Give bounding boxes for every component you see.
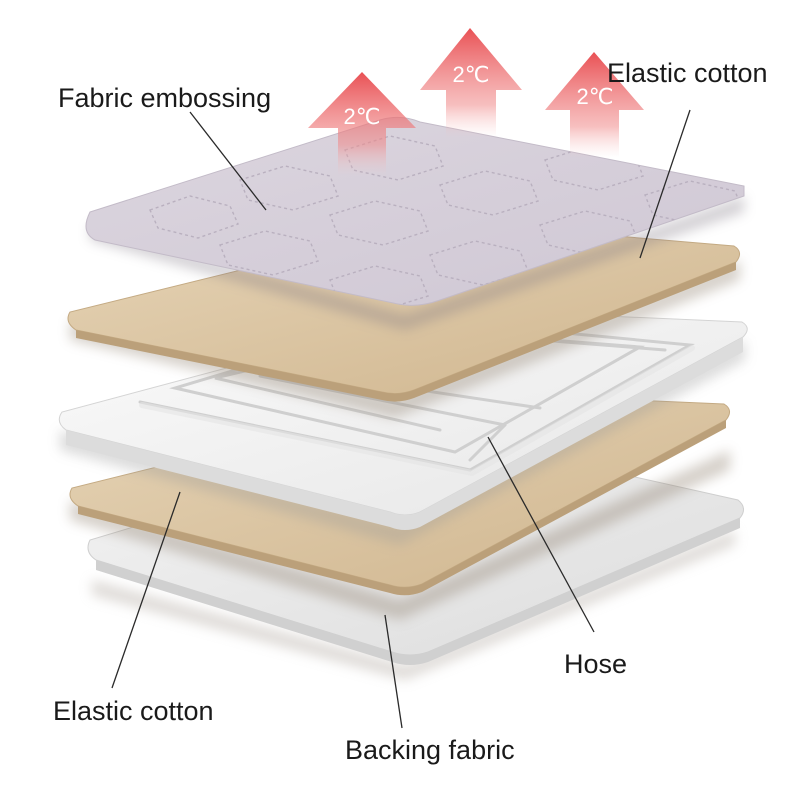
heat-arrow-2-label: 2℃ — [453, 62, 490, 87]
fabric-embossing-label: Fabric embossing — [58, 83, 272, 113]
leader-lines — [111, 109, 691, 729]
heat-arrow-3-label: 2℃ — [577, 84, 614, 109]
elastic-cotton-top-label: Elastic cotton — [607, 58, 768, 88]
heat-arrow-2: 2℃ — [420, 28, 522, 138]
elastic-cotton-bottom-label: Elastic cotton — [53, 696, 214, 726]
hose-label: Hose — [564, 649, 628, 679]
leader-hose — [487, 436, 595, 633]
leader-elastic-cotton-top — [639, 109, 691, 259]
heat-arrow-3: 2℃ — [545, 52, 644, 158]
leader-elastic-cotton-bottom — [111, 491, 181, 689]
heat-arrow-1: 2℃ — [308, 72, 416, 176]
leader-backing-fabric — [384, 614, 403, 729]
heat-arrow-1-label: 2℃ — [344, 104, 381, 129]
backing-fabric-label: Backing fabric — [345, 735, 515, 765]
leader-fabric-embossing — [189, 111, 267, 211]
